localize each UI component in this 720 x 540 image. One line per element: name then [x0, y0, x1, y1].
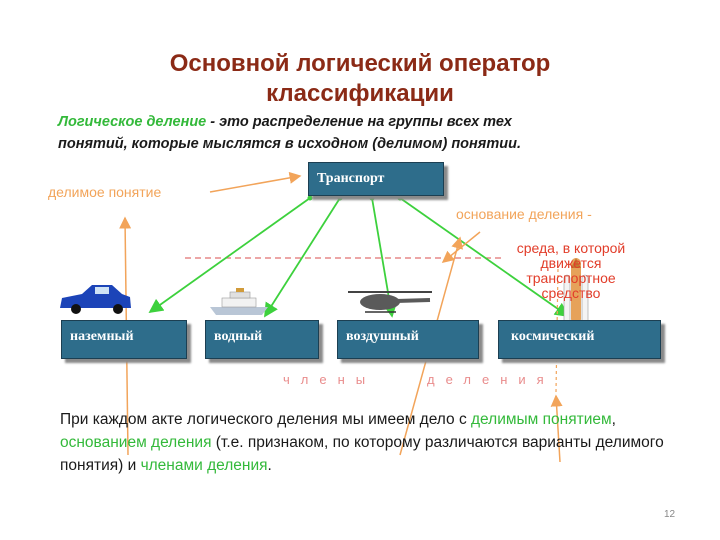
summary-text: ,: [611, 411, 616, 428]
arrow-to-water: [264, 197, 341, 318]
child-label: воздушный: [346, 329, 419, 344]
arrow-members-bottom: [550, 394, 563, 463]
definition-text-1: - это распределение на группы всех тех: [206, 114, 512, 130]
summary-highlight: делимым понятием: [471, 411, 612, 428]
arrow-divisible: [209, 171, 302, 193]
summary-highlight: основанием деления: [60, 434, 212, 451]
root-box: Транспорт: [308, 162, 444, 196]
members-label-left: члены: [283, 372, 377, 387]
summary-paragraph: При каждом акте логического деления мы и…: [60, 408, 670, 477]
child-box-ground: наземный: [61, 320, 187, 359]
summary-text: При каждом акте логического деления мы и…: [60, 411, 472, 428]
child-label: водный: [214, 329, 263, 344]
child-box-water: водный: [205, 320, 319, 359]
basis-line: транспортное: [526, 270, 616, 286]
space-shuttle-icon: [563, 258, 589, 326]
child-label: космический: [511, 329, 595, 344]
child-label: наземный: [70, 329, 134, 344]
basis-line: средство: [541, 285, 601, 301]
arrow-basis: [441, 231, 481, 263]
basis-line: среда, в которой: [516, 240, 626, 256]
page-number: 12: [664, 509, 676, 520]
label-divisible: делимое понятие: [48, 184, 162, 200]
child-box-space: космический: [498, 320, 661, 359]
title-line-1: Основной логический оператор: [169, 50, 551, 77]
arrow-to-space: [399, 197, 570, 318]
title-line-2: классификации: [266, 80, 454, 107]
car-icon: [60, 285, 131, 314]
basis-text: среда, в которой движется транспортное с…: [496, 241, 646, 301]
definition-text-2: понятий, которые мыслятся в исходном (де…: [58, 136, 521, 152]
basis-line: движется: [540, 255, 602, 271]
summary-highlight: членами деления: [140, 457, 268, 474]
root-label: Транспорт: [317, 171, 385, 186]
arrow-to-ground: [148, 197, 311, 314]
definition-term: Логическое деление: [58, 114, 207, 130]
definition: Логическое деление - это распределение н…: [58, 111, 658, 155]
summary-text: .: [267, 457, 272, 474]
ship-icon: [210, 288, 268, 315]
helicopter-icon: [348, 291, 432, 313]
label-basis: основание деления -: [456, 206, 592, 222]
child-box-air: воздушный: [337, 320, 479, 359]
members-label-right: деления: [427, 372, 555, 387]
summary-text: (т.е. признаком, по которому различаются…: [60, 434, 664, 474]
